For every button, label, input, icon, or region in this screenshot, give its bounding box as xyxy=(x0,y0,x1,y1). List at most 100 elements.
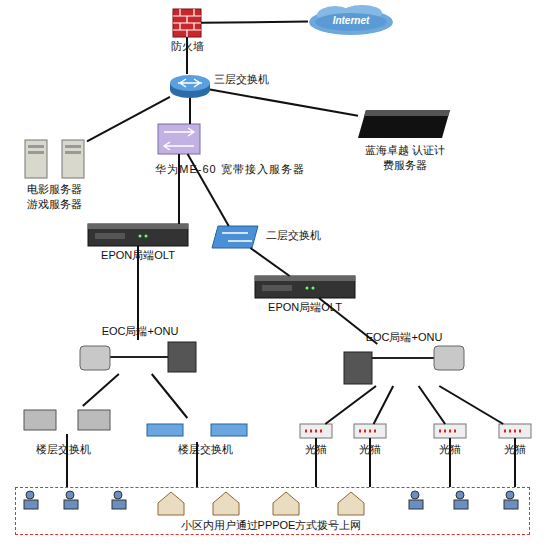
olt-icon-part xyxy=(95,233,125,239)
user-icons-part xyxy=(411,491,419,499)
house-icons-part xyxy=(273,492,299,515)
network-link xyxy=(250,248,289,276)
user-icons-part xyxy=(456,491,464,499)
bras-icon-part xyxy=(158,124,200,154)
switch-node: 二层交换机 xyxy=(212,226,258,248)
node-label: 防火墙 xyxy=(160,39,214,54)
bras-icon-part xyxy=(164,128,194,150)
server-icons-part xyxy=(25,140,47,178)
network-link xyxy=(374,386,394,424)
user-icons-part xyxy=(26,491,34,499)
eoc-onu-icons-part xyxy=(434,346,464,370)
floor-switch-node: 楼层交换机 xyxy=(22,406,112,434)
firewall-icon-part xyxy=(173,9,201,37)
modem-node: 光猫 xyxy=(300,424,332,438)
floor-switch-icons xyxy=(24,410,247,436)
modem-node: 光猫 xyxy=(499,424,531,438)
network-link xyxy=(201,22,308,23)
user-icons-part xyxy=(506,491,514,499)
eoc-onu-icons xyxy=(80,342,464,384)
olt-icon-part xyxy=(262,285,292,291)
server-icons-part xyxy=(65,145,81,148)
bras-node: 华为ME-60 宽带接入服务器 xyxy=(158,124,200,154)
node-label: EPON局端OLT xyxy=(88,248,188,263)
auth-server-icon xyxy=(358,110,450,138)
eoc-onu-icons-part xyxy=(168,342,196,372)
network-link xyxy=(439,386,503,424)
node-label: 二层交换机 xyxy=(266,228,346,243)
user-area: 小区内用户通过PPPOE方式拨号上网 xyxy=(15,487,530,535)
node-label: 楼层交换机 xyxy=(160,442,250,457)
user-icons xyxy=(24,491,518,509)
node-label: 光猫 xyxy=(296,442,336,457)
router-icon-part xyxy=(170,75,210,91)
floor-switch-icons-part xyxy=(147,424,183,436)
eoc-onu-node: EOC局端+ONU xyxy=(342,344,466,386)
auth-server-icon-part xyxy=(358,110,450,138)
node-label: Internet xyxy=(308,13,394,28)
server-icons-part xyxy=(28,151,44,154)
eoc-onu-icons-part xyxy=(80,346,110,370)
user-icons-part xyxy=(454,500,468,509)
firewall-node: 防火墙 xyxy=(173,9,201,37)
user-icons-part xyxy=(64,500,78,509)
olt-icon-part xyxy=(145,235,148,238)
network-link xyxy=(189,98,191,124)
node-label: 楼层交换机 xyxy=(18,442,108,457)
node-label: 蓝海卓越 认证计费服务器 xyxy=(364,143,446,173)
network-link xyxy=(325,386,376,424)
eoc-onu-node: EOC局端+ONU xyxy=(78,340,198,374)
user-icons-part xyxy=(24,500,38,509)
router-node: 三层交换机 xyxy=(170,74,210,98)
node-label: 三层交换机 xyxy=(214,72,294,87)
olt-icon-part xyxy=(88,224,188,229)
user-icons-part xyxy=(66,491,74,499)
modem-node: 光猫 xyxy=(354,424,386,438)
node-label: 光猫 xyxy=(495,442,535,457)
network-link xyxy=(87,97,170,142)
switch-icon-part xyxy=(222,233,252,241)
router-icon-part xyxy=(178,79,202,87)
user-icons-part xyxy=(504,500,518,509)
house-icons-part xyxy=(158,492,184,515)
floor-switch-icons-part xyxy=(78,410,110,430)
modem-node: 光猫 xyxy=(434,424,466,438)
auth-server-node: 蓝海卓越 认证计费服务器 xyxy=(358,110,450,138)
network-link xyxy=(210,90,358,116)
internet-cloud xyxy=(309,5,393,35)
server-icons-part xyxy=(28,145,44,148)
firewall-icon xyxy=(173,9,201,37)
firewall-icon-part xyxy=(173,9,201,37)
user-icons-part xyxy=(112,500,126,509)
server-icons xyxy=(25,140,84,178)
olt-icon-part xyxy=(88,224,188,246)
user-icons-part xyxy=(409,500,423,509)
eoc-onu-icons-part xyxy=(110,356,168,358)
house-icons-part xyxy=(338,492,364,515)
network-link xyxy=(419,386,445,424)
bras-icon xyxy=(158,124,200,154)
olt-node: EPON局端OLT xyxy=(255,276,355,298)
node-label: EPON局端OLT xyxy=(255,300,355,315)
switch-icon-part xyxy=(212,226,258,248)
olt-icon-part xyxy=(255,276,355,281)
eoc-onu-icons-part xyxy=(372,357,434,359)
olt-icon-part xyxy=(312,287,315,290)
node-label: 光猫 xyxy=(350,442,390,457)
floor-switch-icons-part xyxy=(211,424,247,436)
network-link xyxy=(83,374,119,406)
node-label: 光猫 xyxy=(430,442,470,457)
olt-icon-part xyxy=(255,276,355,298)
node-label: 电影服务器 游戏服务器 xyxy=(22,182,87,212)
olt-node: EPON局端OLT xyxy=(88,224,188,246)
olt-icon-part xyxy=(139,235,142,238)
network-link xyxy=(152,374,188,418)
node-label: EOC局端+ONU xyxy=(362,330,446,345)
node-label: EOC局端+ONU xyxy=(98,324,182,339)
house-icons-part xyxy=(213,492,239,515)
auth-server-icon-part xyxy=(364,110,450,116)
house-icons xyxy=(158,492,364,515)
